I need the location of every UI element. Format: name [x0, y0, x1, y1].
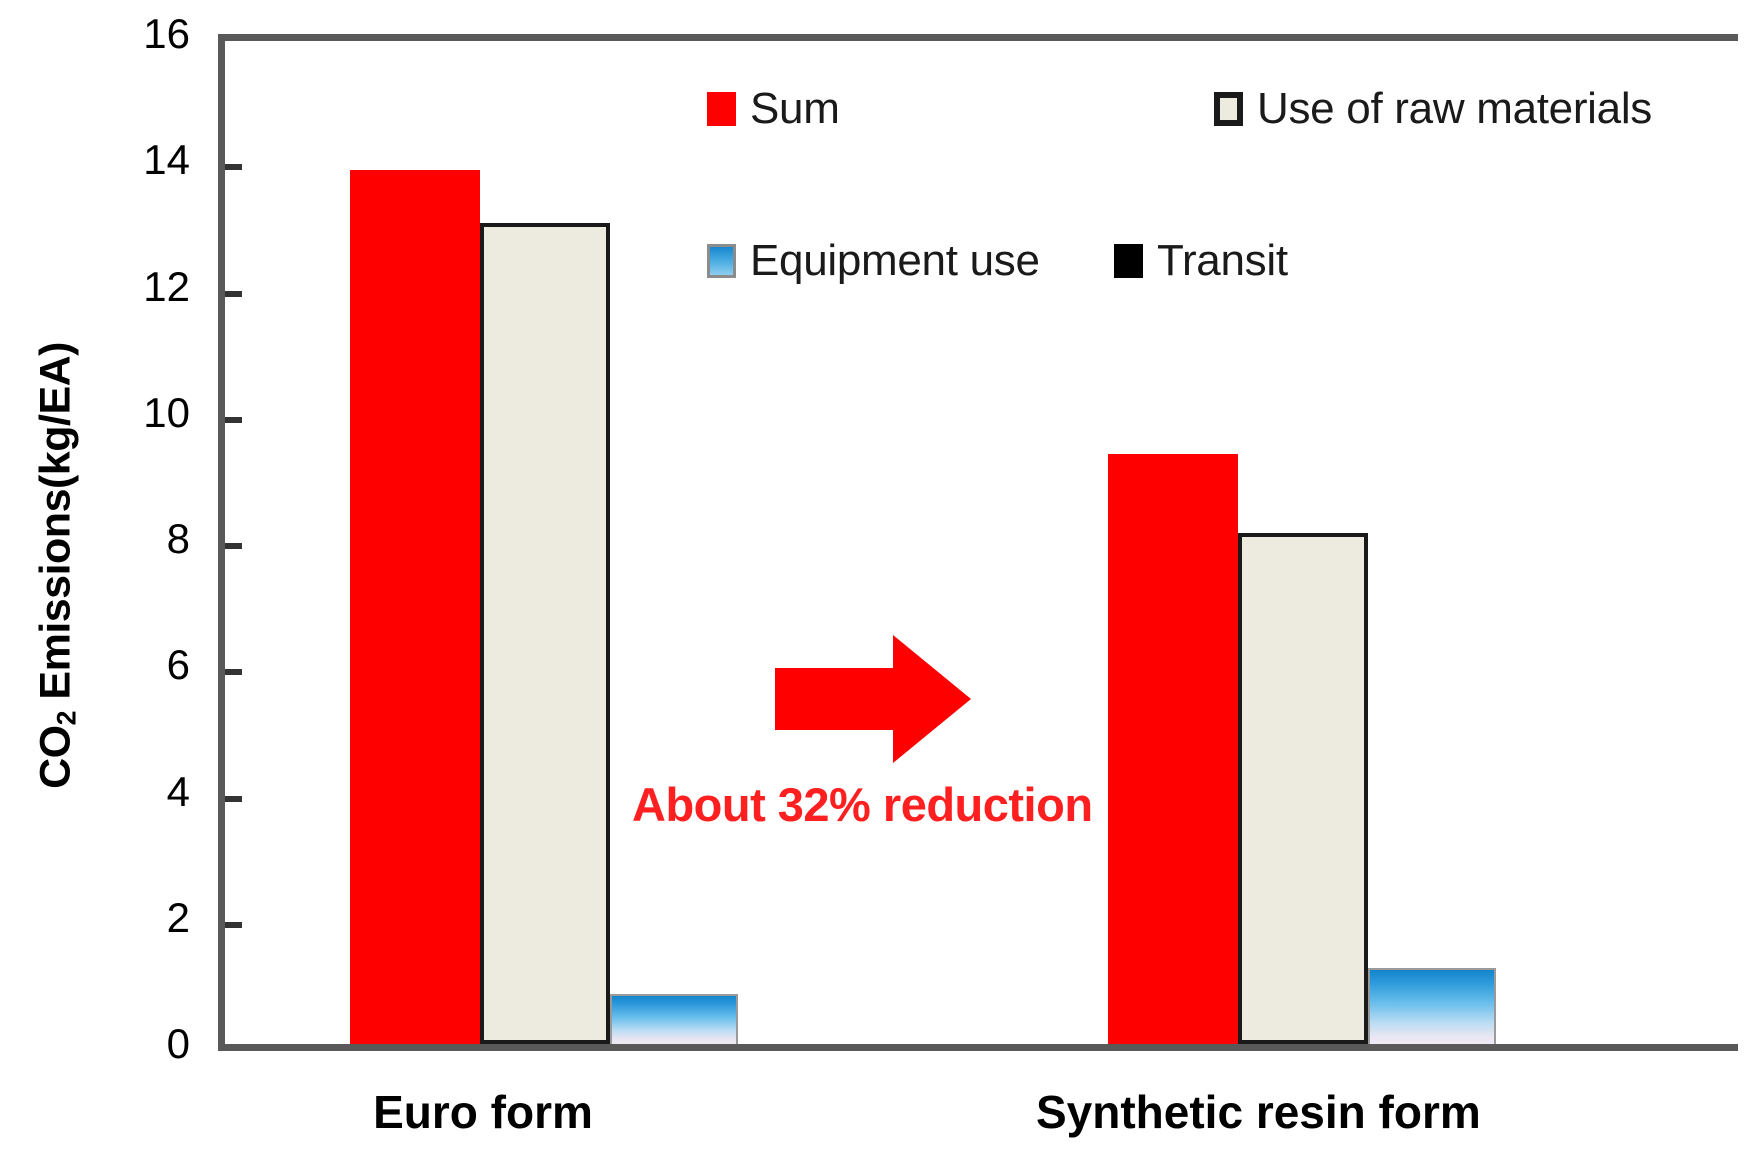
legend-item-use-of-raw-materials[interactable]: Use of raw materials	[1214, 87, 1652, 131]
y-axis-tick-mark-12	[225, 290, 242, 297]
y-axis-tick-mark-6	[225, 669, 242, 676]
legend-label-use-of-raw-materials: Use of raw materials	[1257, 84, 1653, 133]
legend-label-transit: Transit	[1157, 236, 1288, 285]
y-axis-tick-label-6: 6	[166, 641, 190, 689]
legend-label-sum: Sum	[750, 84, 840, 133]
category-label-euro-form: Euro form	[373, 1086, 593, 1138]
bar-synthetic-resin-form-sum[interactable]	[1108, 453, 1238, 1044]
legend-label-equipment-use: Equipment use	[750, 236, 1040, 285]
legend-swatch-use-of-raw-materials-icon	[1214, 92, 1243, 126]
chart-legend: Sum Use of raw materials Equipment use T…	[707, 87, 1737, 297]
y-axis-tick-mark-14	[225, 164, 242, 171]
y-axis-tick-label-14: 14	[143, 136, 190, 184]
bar-synthetic-resin-form-use-of-raw-materials[interactable]	[1238, 532, 1368, 1044]
bar-euro-form-sum[interactable]	[350, 169, 480, 1044]
y-axis-tick-label-16: 16	[143, 10, 190, 57]
y-axis-tick-label-0: 0	[166, 1020, 190, 1067]
bar-euro-form-equipment-use[interactable]	[610, 993, 738, 1044]
y-axis-tick-label-10: 10	[143, 388, 190, 436]
category-label-synthetic-resin-form: Synthetic resin form	[1036, 1086, 1481, 1138]
y-axis-tick-mark-8	[225, 543, 242, 549]
reduction-arrow-icon	[775, 635, 971, 763]
legend-item-transit[interactable]: Transit	[1114, 239, 1288, 283]
legend-swatch-sum-icon	[707, 92, 736, 126]
legend-swatch-equipment-use-icon	[707, 244, 736, 278]
y-axis-tick-mark-4	[225, 795, 242, 802]
bar-synthetic-resin-form-equipment-use[interactable]	[1368, 968, 1496, 1044]
legend-swatch-transit-icon	[1114, 244, 1143, 278]
y-axis-tick-mark-10	[225, 416, 242, 423]
y-axis-tick-label-8: 8	[166, 515, 190, 562]
plot-area: Sum Use of raw materials Equipment use T…	[218, 34, 1738, 1051]
reduction-annotation-text: About 32% reduction	[632, 778, 1093, 831]
y-axis-tick-label-2: 2	[166, 893, 190, 941]
y-axis-tick-label-4: 4	[166, 767, 190, 815]
legend-item-equipment-use[interactable]: Equipment use	[707, 239, 1040, 283]
y-axis-tick-labels: 0 2 4 6 8 10 12 14 16	[60, 0, 190, 1174]
bar-euro-form-use-of-raw-materials[interactable]	[480, 223, 610, 1044]
y-axis-tick-mark-2	[225, 921, 242, 928]
legend-item-sum[interactable]: Sum	[707, 87, 840, 131]
y-axis-tick-label-12: 12	[143, 262, 190, 310]
